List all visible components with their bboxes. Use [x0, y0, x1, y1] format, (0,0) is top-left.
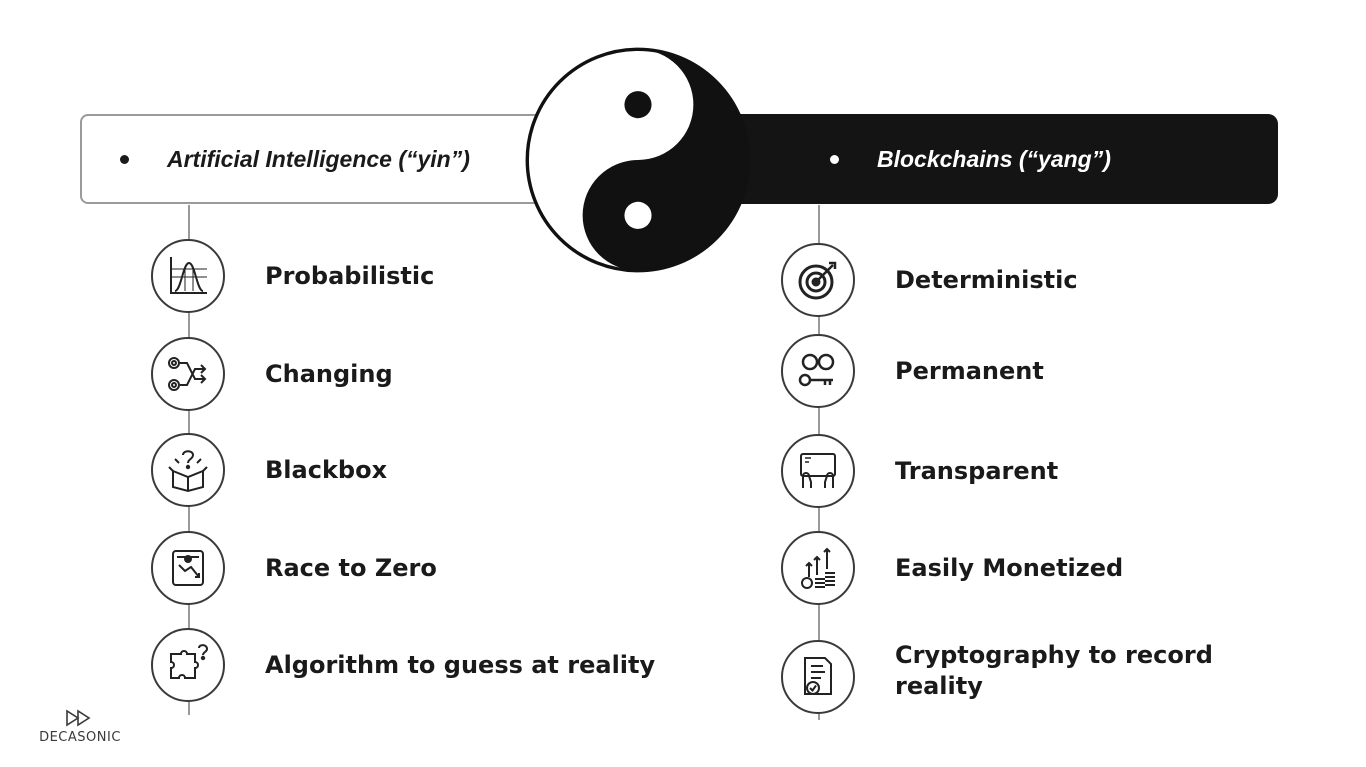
target-icon	[781, 243, 855, 317]
question-box-icon	[151, 433, 225, 507]
declining-money-icon	[151, 531, 225, 605]
list-item: Changing	[151, 337, 393, 411]
item-label: Blackbox	[265, 455, 388, 484]
list-item: Transparent	[781, 434, 1058, 508]
rising-coins-icon	[781, 531, 855, 605]
puzzle-icon	[151, 628, 225, 702]
branching-arrows-icon	[151, 337, 225, 411]
chain-key-icon	[781, 334, 855, 408]
logo-mark-icon	[66, 709, 91, 727]
decasonic-logo: DECASONIC	[30, 708, 130, 745]
list-item: Blackbox	[151, 433, 387, 507]
bullet	[830, 154, 839, 164]
blockchain-header-label: Blockchains (“yang”)	[877, 145, 1111, 172]
ai-header-label: Artificial Intelligence (“yin”)	[167, 145, 470, 172]
list-item: Algorithm to guess at reality	[151, 628, 655, 702]
bullet	[120, 154, 129, 164]
item-label: Cryptography to record reality	[895, 641, 1213, 700]
list-item: Race to Zero	[151, 531, 437, 605]
list-item: Deterministic	[781, 243, 1078, 317]
item-label: Permanent	[895, 356, 1044, 385]
list-item: Easily Monetized	[781, 531, 1123, 605]
item-label: Deterministic	[895, 265, 1078, 294]
item-label: Transparent	[895, 456, 1059, 485]
yin-yang-icon	[525, 47, 751, 273]
item-label: Algorithm to guess at reality	[265, 650, 656, 679]
logo-text: DECASONIC	[39, 730, 121, 745]
item-label: Easily Monetized	[895, 553, 1124, 582]
item-label: Race to Zero	[265, 553, 437, 582]
distribution-chart-icon	[151, 239, 225, 313]
certificate-check-icon	[781, 640, 855, 714]
list-item: Probabilistic	[151, 239, 434, 313]
list-item: Cryptography to record reality	[781, 640, 1225, 714]
list-item: Permanent	[781, 334, 1044, 408]
item-label: Changing	[265, 359, 393, 388]
item-label: Probabilistic	[265, 261, 435, 290]
hands-glass-icon	[781, 434, 855, 508]
